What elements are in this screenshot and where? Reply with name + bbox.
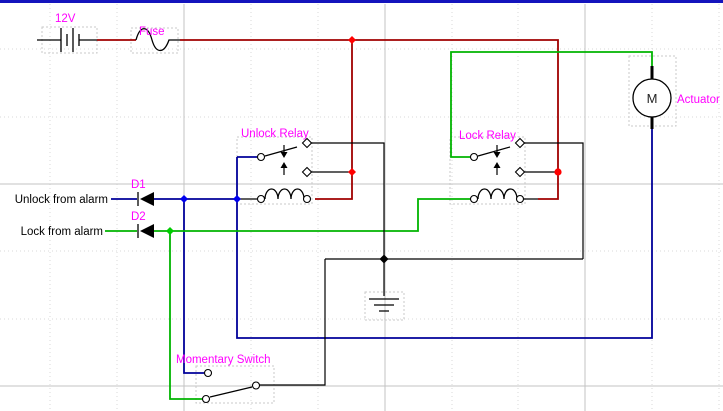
unlock-relay-nc-terminal[interactable]	[301, 166, 313, 178]
lock-relay-common-terminal[interactable]	[469, 152, 479, 162]
unlock-relay-arrowhead-up	[280, 162, 288, 168]
fuse-label: Fuse	[139, 26, 165, 38]
diode-d1[interactable]	[137, 192, 154, 206]
battery[interactable]	[60, 28, 80, 52]
junction-lock-switch-branch	[166, 227, 174, 235]
lock-relay-no-terminal[interactable]	[514, 137, 526, 149]
lock-relay-coil-terminal-right[interactable]	[515, 194, 525, 204]
lock-relay-nc-terminal[interactable]	[514, 166, 526, 178]
motor-body-icon	[632, 78, 672, 118]
junction-unlock-relay-branch	[233, 195, 241, 203]
lock-relay-coil-icon	[477, 188, 518, 200]
unlock-relay-coil-terminal-right[interactable]	[302, 194, 312, 204]
lock-from-alarm-label: Lock from alarm	[21, 226, 103, 238]
d1-triangle-icon	[140, 192, 154, 206]
wire-12v-supply[interactable]	[97, 39, 559, 200]
input-labels: Unlock from alarm Lock from alarm	[15, 194, 108, 238]
junction-unlock-switch-branch	[180, 195, 188, 203]
unlock-relay-common-terminal[interactable]	[256, 152, 266, 162]
grid	[0, 4, 723, 411]
unlock-from-alarm-label: Unlock from alarm	[15, 194, 108, 206]
component-labels: 12V Fuse Unlock Relay Lock Relay Actuato…	[55, 13, 720, 366]
motor-letter: M	[647, 91, 658, 106]
actuator-motor[interactable]: M	[632, 66, 672, 129]
momentary-switch-label: Momentary Switch	[176, 354, 271, 366]
junction-ground-bus	[379, 254, 389, 264]
junction-lock-no-12v	[554, 168, 562, 176]
unlock-relay-coil-terminal-left[interactable]	[256, 194, 266, 204]
momentary-switch-terminal-top[interactable]	[203, 368, 213, 378]
window-top-edge	[0, 0, 723, 3]
lock-relay-lever	[477, 146, 511, 157]
momentary-switch-pole-terminal[interactable]	[251, 381, 261, 390]
unlock-relay-coil-icon	[264, 188, 305, 200]
momentary-switch-terminal-bottom[interactable]	[201, 394, 211, 404]
battery-label: 12V	[55, 13, 76, 25]
wire-unlock-signal[interactable]	[111, 129, 653, 374]
lock-relay[interactable]	[469, 137, 526, 204]
fuse-curve-icon	[135, 28, 180, 52]
lock-relay-arrowhead-down	[493, 152, 501, 158]
lock-relay-arrowhead-up	[493, 162, 501, 168]
actuator-label: Actuator	[677, 94, 720, 106]
ground-box	[364, 291, 405, 321]
battery-cells-icon	[60, 28, 80, 52]
unlock-relay-lever	[264, 146, 298, 157]
d2-triangle-icon	[140, 224, 154, 238]
unlock-relay-no-terminal[interactable]	[301, 137, 313, 149]
wire-lock-signal[interactable]	[105, 51, 653, 400]
junction-unlock-no-12v	[348, 168, 356, 176]
unlock-relay-arrowhead-down	[280, 152, 288, 158]
lock-relay-coil-terminal-left[interactable]	[469, 194, 479, 204]
momentary-switch-lever[interactable]	[209, 386, 253, 398]
fuse[interactable]	[135, 28, 180, 52]
unlock-relay-label: Unlock Relay	[241, 128, 309, 140]
momentary-switch[interactable]	[201, 368, 261, 404]
unlock-relay-box	[236, 136, 313, 205]
d2-label: D2	[131, 211, 146, 223]
d1-label: D1	[131, 179, 146, 191]
junction-markers	[166, 36, 562, 264]
ground-symbol[interactable]	[369, 298, 399, 312]
wires	[37, 39, 653, 400]
grid-major-lines	[0, 4, 723, 411]
lock-relay-label: Lock Relay	[459, 130, 516, 142]
wire-ground-and-contacts[interactable]	[37, 39, 584, 386]
unlock-relay[interactable]	[256, 137, 313, 204]
lock-relay-box	[449, 136, 526, 205]
junction-12v-branch	[348, 36, 356, 44]
diode-d2[interactable]	[137, 224, 154, 238]
ground-bars-icon	[369, 298, 399, 312]
